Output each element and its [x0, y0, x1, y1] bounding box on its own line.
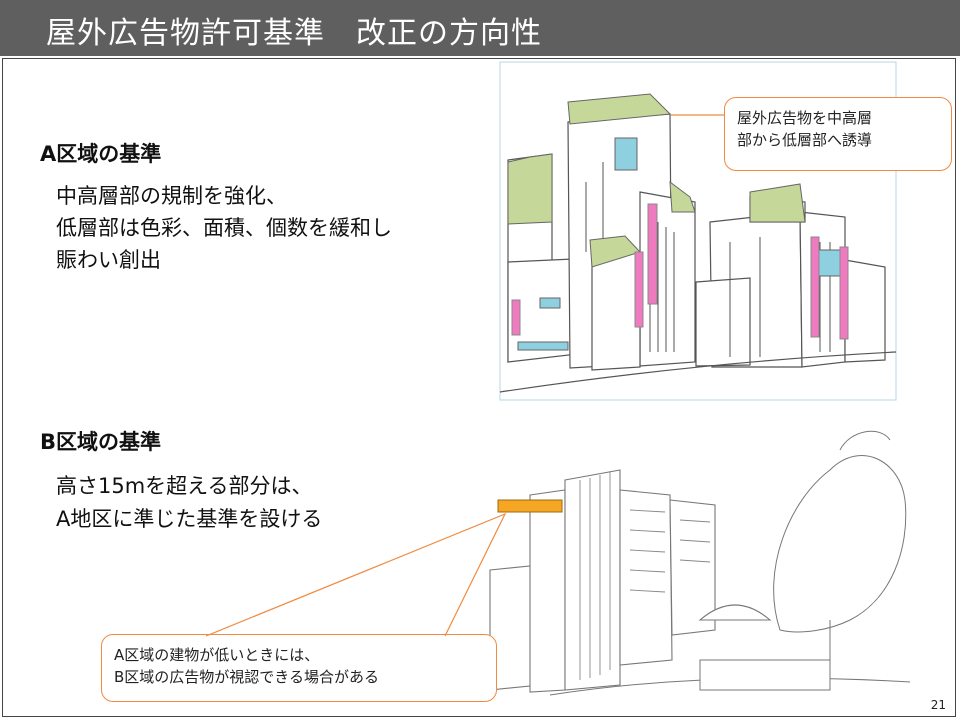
section-b-line-1: 高さ15mを超える部分は、	[56, 474, 313, 498]
callout-a-line-1: 屋外広告物を中高層	[737, 109, 873, 127]
section-b-line-2: A地区に準じた基準を設ける	[56, 507, 323, 531]
callout-b-pointer	[205, 512, 507, 637]
title-bar: 屋外広告物許可基準 改正の方向性	[0, 0, 960, 56]
callout-a: 屋外広告物を中高層 部から低層部へ誘導	[724, 97, 952, 171]
section-a-line-3: 賑わい創出	[56, 248, 161, 272]
section-a-line-1: 中高層部の規制を強化、	[56, 184, 287, 208]
callout-b: A区域の建物が低いときには、 B区域の広告物が視認できる場合がある	[101, 634, 497, 702]
callout-a-line-2: 部から低層部へ誘導	[737, 131, 873, 149]
page-number: 21	[930, 698, 946, 712]
callout-b-line-2: B区域の広告物が視認できる場合がある	[114, 668, 379, 686]
section-a-heading: A区域の基準	[40, 142, 162, 166]
section-b-heading: B区域の基準	[40, 430, 162, 454]
slide-frame	[2, 58, 956, 717]
section-a-line-2: 低層部は色彩、面積、個数を緩和し	[56, 216, 392, 240]
callout-a-pointer	[671, 114, 725, 116]
street-illustration-b	[489, 430, 911, 696]
slide-title: 屋外広告物許可基準 改正の方向性	[46, 16, 542, 51]
callout-b-line-1: A区域の建物が低いときには、	[114, 646, 320, 664]
